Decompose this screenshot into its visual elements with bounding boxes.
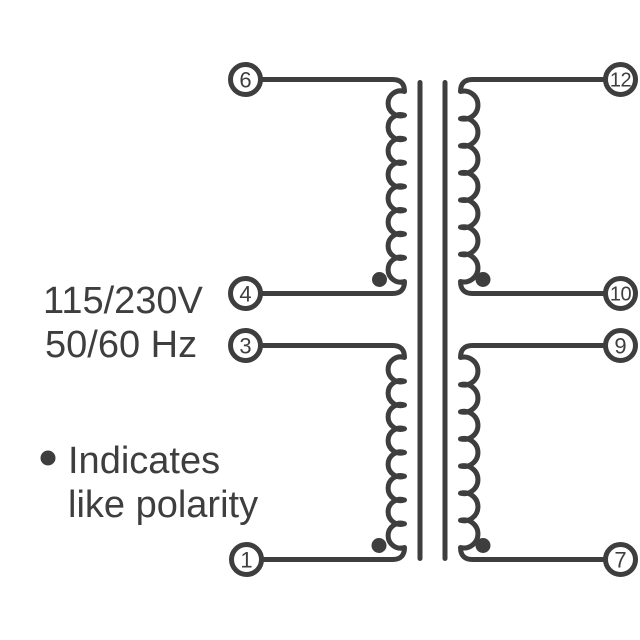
- frequency-rating-label: 50/60 Hz: [45, 324, 197, 366]
- terminal-6: 6: [228, 62, 263, 97]
- terminal-4-label: 4: [239, 281, 251, 306]
- voltage-rating-label: 115/230V: [43, 280, 204, 322]
- terminal-12-label: 12: [610, 70, 632, 92]
- winding-secondary-upper: [458, 77, 614, 296]
- terminal-7-circle: [603, 542, 638, 577]
- legend-polarity-dot-icon: [40, 450, 56, 466]
- terminal-9-circle: [603, 328, 638, 363]
- terminal-10-label: 10: [610, 284, 632, 306]
- terminal-10: 10: [603, 276, 638, 311]
- terminal-3-circle: [228, 328, 263, 363]
- terminal-1-circle: [229, 542, 264, 577]
- terminal-1-label: 1: [240, 547, 252, 572]
- terminal-1: 1: [229, 542, 264, 577]
- terminal-7-label: 7: [614, 547, 626, 572]
- winding-primary-upper: [252, 77, 407, 296]
- terminal-9-label: 9: [614, 333, 626, 358]
- terminal-7: 7: [603, 542, 638, 577]
- terminal-12: 12: [603, 62, 638, 97]
- winding-secondary-lower: [458, 343, 614, 562]
- terminal-4-circle: [228, 276, 263, 311]
- terminal-4: 4: [228, 276, 263, 311]
- polarity-dot-terminal-1: [371, 538, 387, 553]
- polarity-dot-terminal-10: [475, 272, 491, 287]
- terminal-10-circle: [603, 276, 638, 311]
- terminal-12-circle: [603, 62, 638, 97]
- terminal-9: 9: [603, 328, 638, 363]
- polarity-dot-terminal-7: [475, 538, 491, 553]
- terminal-6-label: 6: [239, 67, 251, 92]
- terminal-3-label: 3: [239, 333, 251, 358]
- polarity-note-line2: like polarity: [68, 484, 258, 526]
- polarity-dot-terminal-4: [372, 272, 387, 287]
- winding-primary-lower: [252, 343, 407, 562]
- terminal-6-circle: [228, 62, 263, 97]
- terminal-3: 3: [228, 328, 263, 363]
- polarity-note-line1: Indicates: [68, 440, 220, 482]
